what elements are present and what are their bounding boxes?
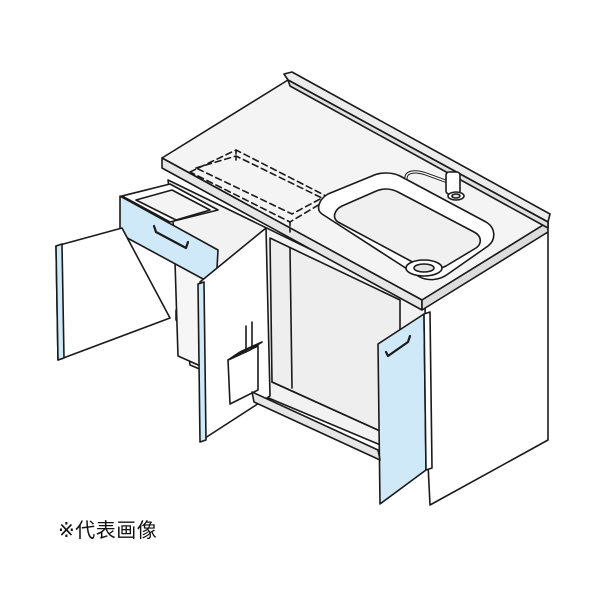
middle-door-edge	[197, 281, 207, 443]
countertop-right-edge	[421, 221, 549, 311]
faucet-spout-outline	[405, 171, 449, 183]
right-door-edge	[423, 311, 433, 471]
caption-representative-image: ※代表画像	[58, 518, 158, 542]
right-door-handle	[384, 334, 412, 358]
right-door	[377, 313, 427, 505]
drawer-inside	[135, 189, 211, 221]
knife-slot	[233, 345, 255, 357]
interior-divider	[289, 247, 293, 389]
faucet-body	[445, 171, 461, 195]
drain-inner	[413, 263, 435, 273]
backsplash-face	[287, 79, 549, 229]
left-door-edge	[55, 243, 65, 361]
faucet-base-ring	[451, 193, 461, 199]
drawer-handle	[152, 224, 190, 250]
backsplash	[283, 71, 551, 223]
cabinet-base	[251, 391, 381, 461]
